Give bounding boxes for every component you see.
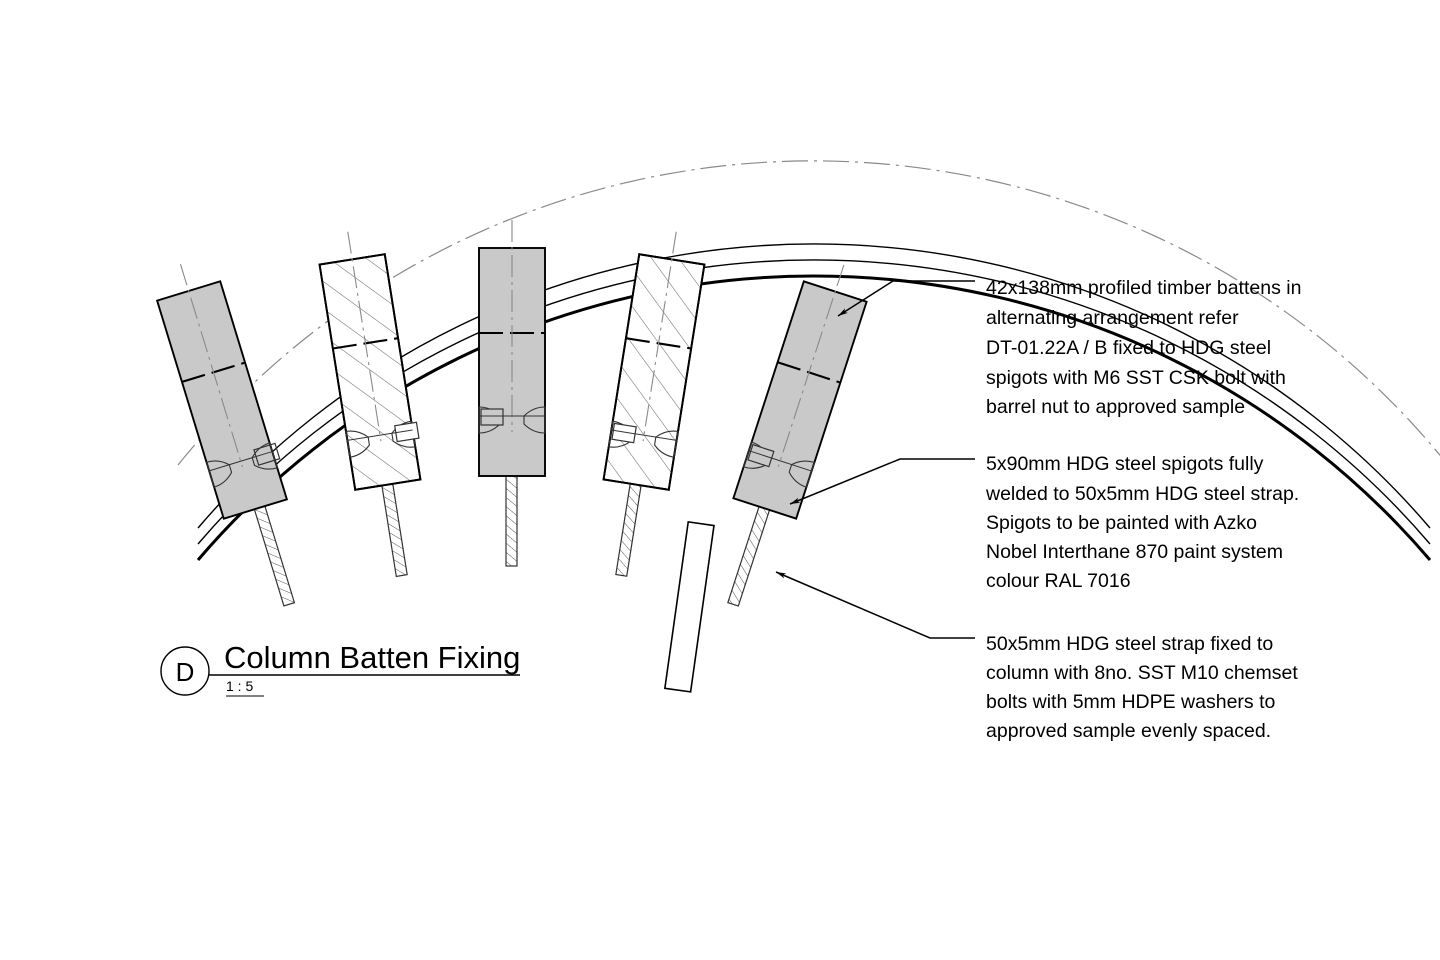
batten-assembly-2 — [318, 231, 422, 578]
note-spigots-line-4: Nobel Interthane 870 paint system — [986, 541, 1283, 563]
annotation-strap: 50x5mm HDG steel strap fixed to column w… — [986, 633, 1298, 742]
leader-line-spigots — [789, 458, 975, 505]
barrel-nut-4 — [611, 422, 637, 444]
batten-centreline-1 — [179, 264, 243, 468]
bolt-shank-1 — [209, 451, 273, 472]
barrel-nut-3 — [480, 408, 504, 426]
csk-bolt-taper-1 — [251, 442, 278, 470]
note-spigots-line-5: colour RAL 7016 — [986, 570, 1131, 592]
note-battens-line-5: barrel nut to approved sample — [986, 396, 1245, 418]
batten-assembly-3 — [478, 220, 546, 567]
annotation-spigots: 5x90mm HDG steel spigots fully welded to… — [985, 453, 1299, 592]
csk-bolt-taper-2 — [391, 420, 416, 448]
annotation-battens: 42x138mm profiled timber battens in alte… — [986, 277, 1301, 418]
note-strap-line-3: bolts with 5mm HDPE washers to — [986, 691, 1275, 713]
batten-assembly-5 — [727, 264, 868, 607]
detail-title: Column Batten Fixing — [224, 640, 520, 675]
chemset-bolt-body — [663, 520, 715, 693]
note-spigots-line-1: 5x90mm HDG steel spigots fully — [986, 453, 1264, 475]
csk-bolt-taper-5 — [788, 460, 816, 488]
csk-bolt-head-1 — [205, 460, 233, 488]
note-strap-line-2: column with 8no. SST M10 chemset — [986, 662, 1298, 684]
note-spigots-line-2: welded to 50x5mm HDG steel strap. — [985, 483, 1299, 505]
csk-bolt-head-2 — [345, 430, 370, 458]
barrel-nut-5 — [747, 443, 775, 468]
chemset-bolt-fixing — [663, 520, 715, 693]
detail-title-block: D Column Batten Fixing 1 : 5 — [160, 640, 520, 697]
batten-centreline-2 — [347, 231, 382, 442]
leader-line-strap — [775, 571, 975, 639]
barrel-nut-2 — [394, 421, 420, 443]
barrel-nut-1 — [253, 442, 281, 466]
bolt-shank-5 — [748, 450, 812, 472]
batten-centreline-5 — [777, 264, 845, 467]
note-strap-line-1: 50x5mm HDG steel strap fixed to — [986, 633, 1273, 655]
detail-bubble-circle — [160, 646, 210, 696]
batten-assembly-1 — [155, 264, 296, 607]
csk-bolt-taper-3 — [523, 406, 546, 434]
note-battens-line-4: spigots with M6 SST CSK bolt with — [986, 367, 1286, 389]
bolt-shank-4 — [611, 429, 677, 441]
note-battens-line-1: 42x138mm profiled timber battens in — [986, 277, 1301, 299]
note-battens-line-3: DT-01.22A / B fixed to HDG steel — [986, 337, 1271, 359]
bolt-shank-2 — [347, 429, 413, 441]
batten-assembly-4 — [602, 231, 706, 577]
detail-scale: 1 : 5 — [226, 678, 253, 694]
csk-bolt-taper-4 — [654, 430, 679, 458]
detail-bubble-label: D — [176, 657, 195, 687]
batten-centreline-4 — [642, 231, 677, 442]
leader-line-battens — [837, 280, 975, 317]
note-battens-line-2: alternating arrangement refer — [986, 307, 1239, 329]
note-strap-line-4: approved sample evenly spaced. — [986, 720, 1271, 742]
note-spigots-line-3: Spigots to be painted with Azko — [986, 512, 1257, 534]
leader-lines — [775, 280, 975, 639]
